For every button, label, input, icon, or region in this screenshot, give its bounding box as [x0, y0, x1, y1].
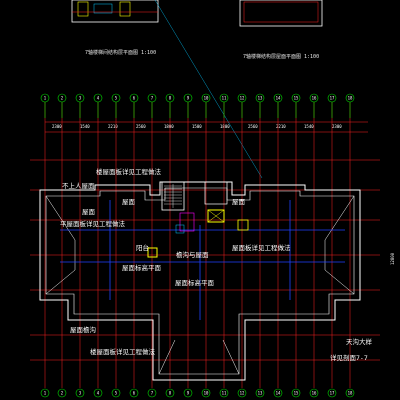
dim-top-3: 2210	[108, 124, 118, 129]
axis-label-bottom-13: 13	[258, 391, 263, 396]
axis-label-bottom-3: 3	[79, 391, 82, 396]
axis-bubble-bottom-17	[327, 388, 337, 398]
axis-bubble-bottom-11	[219, 388, 229, 398]
axis-label-bottom-11: 11	[222, 391, 227, 396]
axis-label-top-1: 1	[44, 96, 47, 101]
dim-top-11: 2300	[332, 124, 342, 129]
ann-balcony: 阳台	[136, 243, 149, 252]
dim-top-9: 2210	[276, 124, 286, 129]
left-detail-caption: 7轴楼梯间结构层平面图 1:100	[85, 49, 156, 56]
ann-room-c: 屋面标高平面	[122, 263, 162, 272]
dim-top-6: 1500	[192, 124, 202, 129]
axis-bubble-bottom-6	[129, 388, 139, 398]
axis-label-bottom-12: 12	[240, 391, 245, 396]
axis-label-bottom-18: 18	[348, 391, 353, 396]
axis-bubble-bottom-18	[345, 388, 355, 398]
axis-bubble-bottom-2	[57, 388, 67, 398]
ann-edge-zone: 檐沟与屋面	[176, 250, 209, 259]
axis-label-top-3: 3	[79, 96, 82, 101]
axis-label-top-16: 16	[312, 96, 317, 101]
axis-label-bottom-2: 2	[61, 391, 64, 396]
dim-top-10: 1540	[304, 124, 314, 129]
dim-top-8: 2560	[248, 124, 258, 129]
ann-roof-board-slab: 平屋面板详见工程做法	[60, 219, 126, 228]
ann-bottom-note: 楼屋面板详见工程做法	[90, 347, 156, 356]
axis-label-top-10: 10	[204, 96, 209, 101]
ann-roof-label-mid: 屋面	[82, 208, 96, 216]
axis-bubble-bottom-16	[309, 388, 319, 398]
axis-label-top-4: 4	[97, 96, 100, 101]
axis-label-top-12: 12	[240, 96, 245, 101]
leader-line	[154, 0, 263, 179]
axis-label-top-9: 9	[187, 96, 190, 101]
axis-label-bottom-16: 16	[312, 391, 317, 396]
axis-label-bottom-7: 7	[151, 391, 154, 396]
axis-bubble-bottom-3	[75, 388, 85, 398]
axis-label-bottom-10: 10	[204, 391, 209, 396]
axis-label-top-8: 8	[169, 96, 172, 101]
axis-bubble-bottom-1	[40, 388, 50, 398]
axis-label-bottom-15: 15	[294, 391, 299, 396]
ann-section: 详见剖面7-7	[330, 353, 368, 362]
axis-label-bottom-8: 8	[169, 391, 172, 396]
roof-outline	[39, 181, 361, 381]
ann-left-eave: 屋面檐沟	[70, 325, 96, 334]
ann-main-roof: 屋面标高平面	[175, 278, 215, 287]
axis-label-top-17: 17	[330, 96, 335, 101]
ann-right-eave: 天沟大样	[346, 337, 373, 346]
axis-label-top-11: 11	[222, 96, 227, 101]
axis-label-bottom-17: 17	[330, 391, 335, 396]
axis-label-top-7: 7	[151, 96, 154, 101]
axis-label-bottom-4: 4	[97, 391, 100, 396]
dim-top-2: 1540	[80, 124, 90, 129]
stair-core	[147, 181, 249, 258]
axis-bubble-bottom-8	[165, 388, 175, 398]
axis-bubble-bottom-7	[147, 388, 157, 398]
dim-top-5: 1800	[164, 124, 174, 129]
right-detail-caption: 7轴楼梯结构层屋面平面图 1:100	[243, 53, 319, 60]
axis-bubble-bottom-4	[93, 388, 103, 398]
axis-bubble-bottom-13	[255, 388, 265, 398]
axis-bubble-bottom-5	[111, 388, 121, 398]
dim-top-7: 1800	[220, 124, 230, 129]
dim-top-4: 2560	[136, 124, 146, 129]
grid-lines	[44, 102, 351, 388]
dim-top-1: 2300	[52, 124, 62, 129]
axis-bubble-bottom-9	[183, 388, 193, 398]
ann-upper-structure-floor: 楼屋面板详见工程做法	[96, 167, 162, 176]
axis-label-bottom-5: 5	[115, 391, 118, 396]
axis-label-bottom-1: 1	[44, 391, 47, 396]
axis-bubble-bottom-12	[237, 388, 247, 398]
axis-label-bottom-9: 9	[187, 391, 190, 396]
blue-structure	[60, 200, 345, 320]
ann-upper-roof: 屋面	[122, 198, 136, 206]
axis-bubble-bottom-15	[291, 388, 301, 398]
axis-label-top-14: 14	[276, 96, 281, 101]
right-detail-view: 7轴楼梯结构层屋面平面图 1:100	[239, 0, 323, 60]
ann-living-roof: 屋面	[232, 198, 246, 206]
axis-label-bottom-6: 6	[133, 391, 136, 396]
axis-label-top-5: 5	[115, 96, 118, 101]
axis-bubble-bottom-10	[201, 388, 211, 398]
dim-right: 12800	[390, 252, 395, 265]
left-detail-view: 7轴楼梯间结构层平面图 1:100	[71, 0, 159, 56]
axis-label-top-15: 15	[294, 96, 299, 101]
axis-label-top-2: 2	[61, 96, 64, 101]
axis-label-bottom-14: 14	[276, 391, 281, 396]
ann-floor-layer-left: 不上人屋面	[62, 181, 95, 190]
axis-label-top-18: 18	[348, 96, 353, 101]
axis-label-top-13: 13	[258, 96, 263, 101]
ann-lower-structure: 屋面板详见工程做法	[232, 243, 291, 252]
axis-label-top-6: 6	[133, 96, 136, 101]
axis-bubble-bottom-14	[273, 388, 283, 398]
